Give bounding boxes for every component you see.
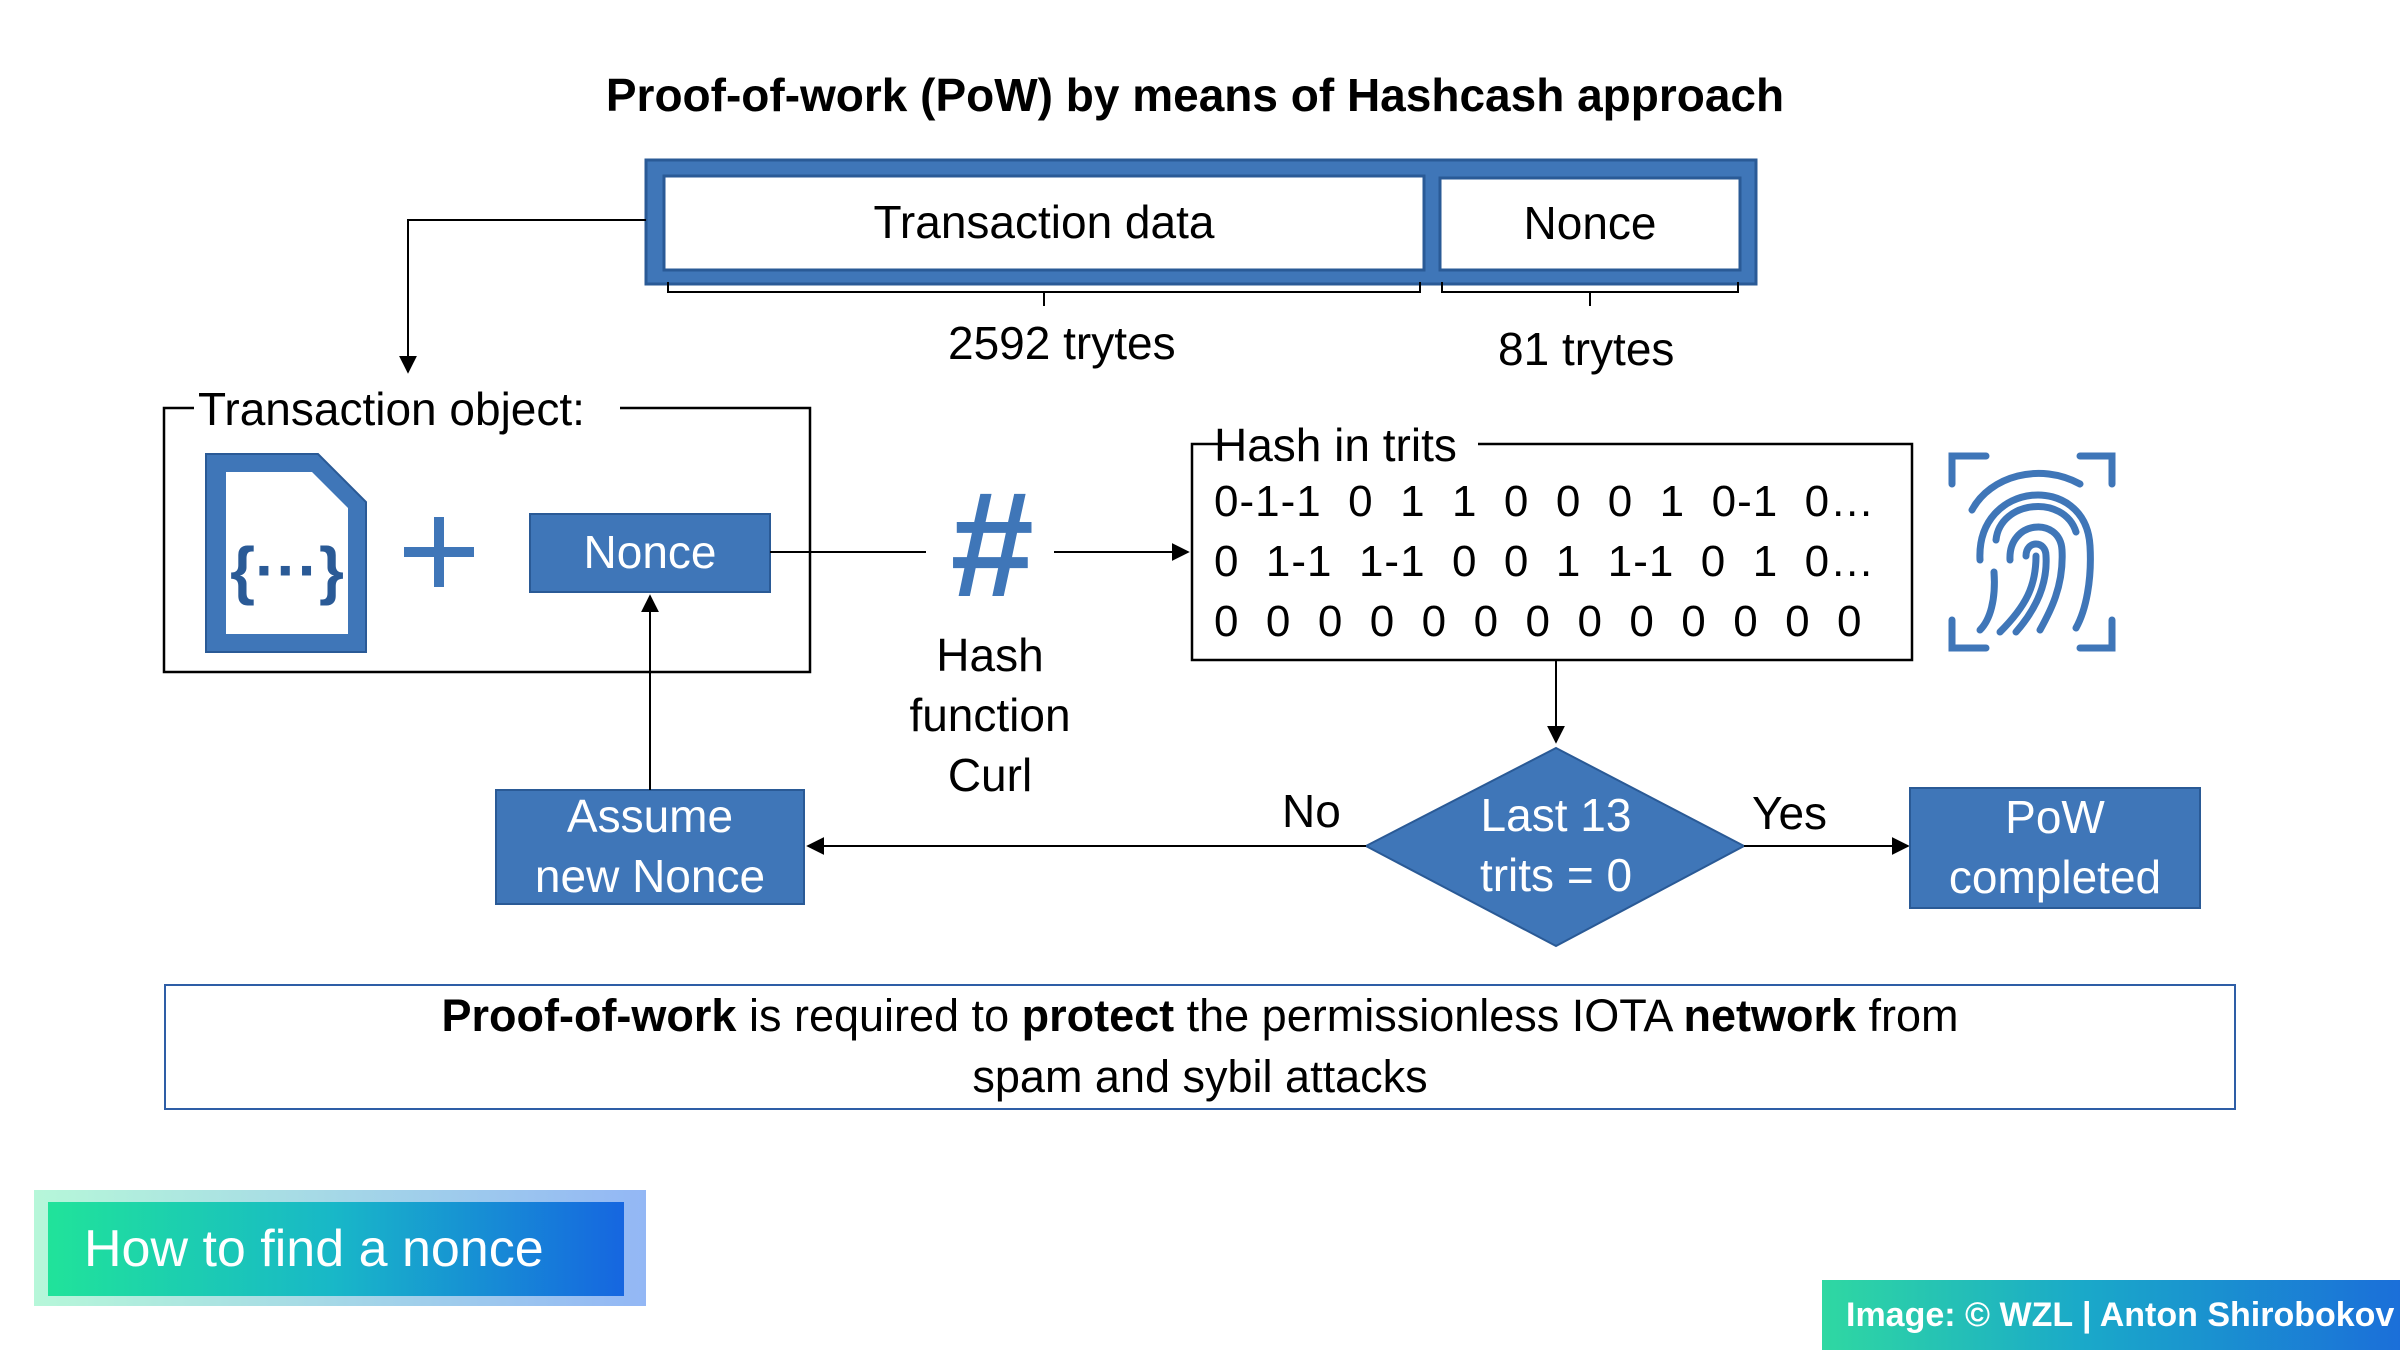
packet-nonce-label: Nonce xyxy=(1523,197,1657,250)
fingerprint-scan-icon xyxy=(1948,452,2116,652)
hash-function-line2: function xyxy=(909,689,1071,742)
data-size-brace xyxy=(667,282,1421,306)
image-credit: Image: © WZL | Anton Shirobokov xyxy=(1822,1280,2400,1350)
nonce-size-label: 81 trytes xyxy=(1498,323,1675,375)
object-nonce-label: Nonce xyxy=(583,526,717,579)
packet-to-object-arrow xyxy=(399,219,646,374)
decision-label: Last 13 trits = 0 xyxy=(1430,786,1682,906)
transaction-object-label: Transaction object: xyxy=(198,383,585,435)
data-size-label: 2592 trytes xyxy=(948,317,1176,369)
nonce-size-brace xyxy=(1441,282,1739,306)
info-text-2: the permissionless IOTA xyxy=(1174,990,1684,1042)
diagram-title: Proof-of-work (PoW) by means of Hashcash… xyxy=(605,69,1785,121)
info-text-1: is required to xyxy=(736,990,1022,1042)
transaction-object-frame xyxy=(162,406,812,674)
hash-function-line3: Curl xyxy=(947,748,1033,801)
hash-trits-row-2: 0 1-1 1-1 0 0 1 1-1 0 1 0… xyxy=(1214,537,1876,586)
info-bold-network: network xyxy=(1683,990,1856,1042)
plus-icon xyxy=(404,517,474,587)
hash-trits-row-1: 0-1-1 0 1 1 0 0 0 1 0-1 0… xyxy=(1214,477,1876,526)
decision-line2: trits = 0 xyxy=(1479,849,1633,901)
completed-line1: PoW xyxy=(2005,791,2105,844)
assume-label: Assume new Nonce xyxy=(496,790,804,904)
hash-function-label: Hash function Curl xyxy=(870,628,1110,804)
hash-trits-row-3: 0 0 0 0 0 0 0 0 0 0 0 0 0 xyxy=(1214,597,1863,646)
packet-data-cell xyxy=(662,174,1426,272)
yes-label: Yes xyxy=(1752,787,1828,839)
completed-label: PoW completed xyxy=(1910,788,2200,908)
info-line-1: Proof-of-work is required to protect the… xyxy=(441,986,1958,1047)
hash-function-line1: Hash xyxy=(936,629,1044,682)
completed-box xyxy=(1909,787,2201,909)
info-bold-pow: Proof-of-work xyxy=(441,990,737,1042)
decision-line1: Last 13 xyxy=(1480,789,1632,842)
assume-line2: new Nonce xyxy=(534,850,766,902)
transaction-data-label: Transaction data xyxy=(873,196,1215,249)
decision-diamond xyxy=(1363,746,1747,948)
hash-icon: # xyxy=(948,460,1032,628)
no-label: No xyxy=(1282,785,1341,837)
packet-nonce-cell xyxy=(1438,176,1742,272)
info-text-3: from xyxy=(1856,990,1959,1042)
completed-line2: completed xyxy=(1948,851,2162,903)
transaction-packet xyxy=(644,158,1758,286)
json-file-icon: {···} xyxy=(205,453,367,653)
assume-line1: Assume xyxy=(566,790,734,843)
badge-label: How to find a nonce xyxy=(48,1202,624,1296)
info-box: Proof-of-work is required to protect the… xyxy=(164,984,2236,1110)
hash-trits-frame xyxy=(1190,442,1914,662)
info-line-2: spam and sybil attacks xyxy=(972,1051,1428,1102)
hash-trits-label: Hash in trits xyxy=(1214,419,1457,471)
section-badge: How to find a nonce xyxy=(34,1190,646,1306)
svg-text:{···}: {···} xyxy=(230,534,344,606)
info-bold-protect: protect xyxy=(1021,990,1175,1042)
